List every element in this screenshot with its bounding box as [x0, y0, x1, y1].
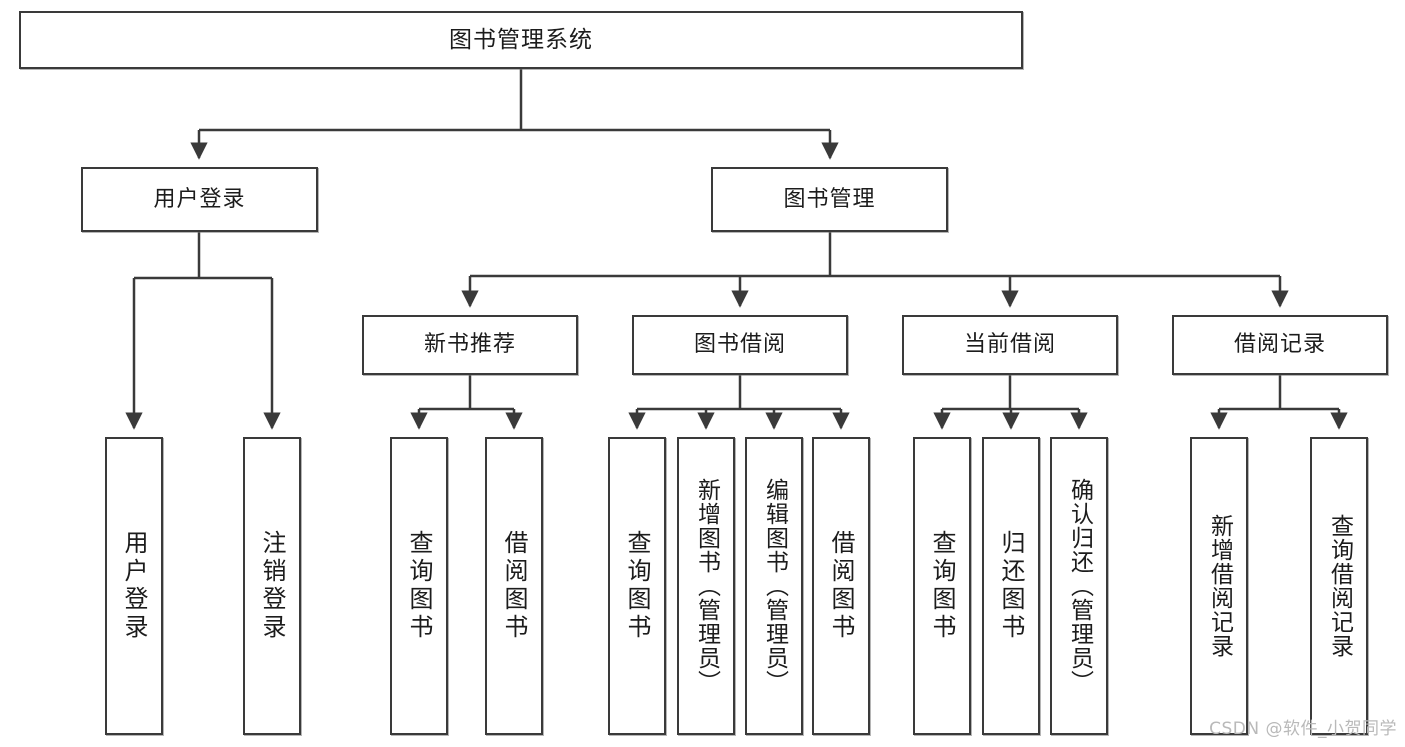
leaf-confirm-return-admin[interactable]: 确认归还（管理员）	[1050, 437, 1108, 735]
leaf-confirm-return-admin-label: 确认归还（管理员）	[1066, 478, 1093, 694]
leaf-query-books-current-label: 查询图书	[928, 530, 956, 642]
leaf-query-books-borrow[interactable]: 查询图书	[608, 437, 666, 735]
leaf-add-book-admin[interactable]: 新增图书（管理员）	[677, 437, 735, 735]
leaf-add-borrow-record-label: 新增借阅记录	[1206, 514, 1233, 658]
leaf-query-borrow-record-label: 查询借阅记录	[1326, 514, 1353, 658]
node-borrow-record[interactable]: 借阅记录	[1172, 315, 1388, 375]
leaf-logout-label: 注销登录	[258, 530, 286, 642]
leaf-borrow-books-borrow[interactable]: 借阅图书	[812, 437, 870, 735]
node-current-borrow-label: 当前借阅	[963, 332, 1056, 358]
leaf-borrow-books-recommendation[interactable]: 借阅图书	[485, 437, 543, 735]
leaf-edit-book-admin[interactable]: 编辑图书（管理员）	[745, 437, 803, 735]
node-user-login[interactable]: 用户登录	[81, 167, 318, 232]
leaf-borrow-books-recommendation-label: 借阅图书	[500, 530, 528, 642]
node-borrow-record-label: 借阅记录	[1233, 332, 1326, 358]
node-new-book-recommendation[interactable]: 新书推荐	[362, 315, 578, 375]
leaf-query-books-current[interactable]: 查询图书	[913, 437, 971, 735]
leaf-edit-book-admin-label: 编辑图书（管理员）	[761, 478, 788, 694]
node-book-borrow[interactable]: 图书借阅	[632, 315, 848, 375]
leaf-query-books-recommendation-label: 查询图书	[405, 530, 433, 642]
node-root[interactable]: 图书管理系统	[19, 11, 1023, 69]
leaf-borrow-books-borrow-label: 借阅图书	[827, 530, 855, 642]
node-new-book-recommendation-label: 新书推荐	[423, 332, 516, 358]
node-root-label: 图书管理系统	[449, 26, 593, 53]
node-book-borrow-label: 图书借阅	[693, 332, 786, 358]
leaf-add-borrow-record[interactable]: 新增借阅记录	[1190, 437, 1248, 735]
leaf-return-books-label: 归还图书	[997, 530, 1025, 642]
leaf-add-book-admin-label: 新增图书（管理员）	[693, 478, 720, 694]
leaf-return-books[interactable]: 归还图书	[982, 437, 1040, 735]
node-book-management-label: 图书管理	[783, 186, 876, 212]
leaf-query-books-borrow-label: 查询图书	[623, 530, 651, 642]
node-book-management[interactable]: 图书管理	[711, 167, 948, 232]
leaf-query-books-recommendation[interactable]: 查询图书	[390, 437, 448, 735]
leaf-user-login[interactable]: 用户登录	[105, 437, 163, 735]
leaf-logout[interactable]: 注销登录	[243, 437, 301, 735]
leaf-query-borrow-record[interactable]: 查询借阅记录	[1310, 437, 1368, 735]
leaf-user-login-label: 用户登录	[120, 530, 148, 642]
node-user-login-label: 用户登录	[153, 186, 246, 212]
node-current-borrow[interactable]: 当前借阅	[902, 315, 1118, 375]
